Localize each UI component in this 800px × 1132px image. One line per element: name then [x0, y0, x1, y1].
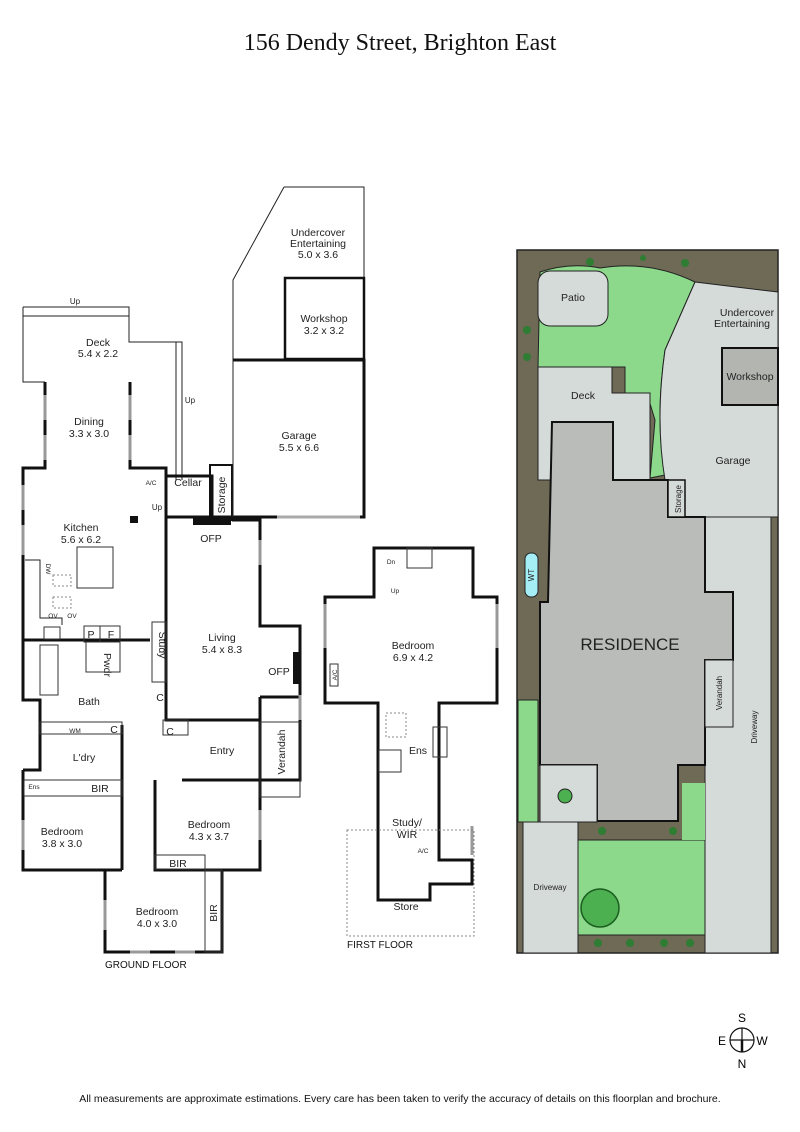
ff-study-label-2: WIR	[397, 829, 418, 841]
bedroom3-name: Bedroom	[136, 906, 179, 918]
storage-label: Storage	[216, 476, 228, 513]
oven2-label: OV	[67, 613, 77, 620]
site-deck-label: Deck	[571, 390, 596, 402]
site-plan	[516, 249, 779, 954]
site-garage-label: Garage	[715, 455, 750, 467]
deck-size: 5.4 x 2.2	[78, 348, 118, 360]
fridge-label: F	[108, 629, 114, 641]
compass-icon: S E W N	[718, 1011, 768, 1071]
site-residence-label: RESIDENCE	[580, 635, 679, 654]
kitchen-name: Kitchen	[63, 522, 98, 534]
ff-up-label: Up	[391, 588, 400, 595]
first-floor-label: FIRST FLOOR	[347, 940, 413, 951]
dining-name: Dining	[74, 416, 104, 428]
living-size: 5.4 x 8.3	[202, 644, 242, 656]
first-floor-plan	[323, 546, 499, 937]
site-patio-label: Patio	[561, 292, 585, 304]
pantry-label: P	[87, 629, 94, 641]
undercover-name-2: Entertaining	[290, 238, 346, 250]
bath-label: Bath	[78, 696, 100, 708]
pwdr-label: Pwdr	[101, 653, 113, 677]
undercover-name-1: Undercover	[291, 227, 346, 239]
stairs-up-label: Up	[152, 503, 163, 512]
page-title: 156 Dendy Street, Brighton East	[243, 30, 557, 56]
compass-s: S	[738, 1011, 746, 1025]
garage-name: Garage	[281, 430, 316, 442]
ofp-side-label: OFP	[268, 666, 290, 678]
ground-floor-label: GROUND FLOOR	[105, 960, 187, 971]
workshop-size: 3.2 x 3.2	[304, 325, 344, 337]
cupboard-3: C	[166, 726, 174, 738]
workshop-name: Workshop	[300, 313, 347, 325]
ff-ac-label-1: A/C	[332, 669, 339, 680]
ff-ens-label: Ens	[409, 745, 427, 757]
bedroom1-size: 3.8 x 3.0	[42, 838, 82, 850]
ac-label: A/C	[146, 480, 157, 487]
site-wt-label: WT	[527, 569, 536, 582]
dw-label: DW	[44, 564, 51, 576]
cupboard-2: C	[110, 724, 118, 736]
cellar-label: Cellar	[174, 477, 202, 489]
ff-study-label-1: Study/	[392, 817, 422, 829]
ff-ac-label-2: A/C	[418, 848, 429, 855]
study-label: Study	[156, 632, 168, 660]
deck-name: Deck	[86, 337, 111, 349]
bir-3: BIR	[208, 904, 220, 922]
site-storage-label: Storage	[674, 484, 683, 513]
site-undercover-label-2: Entertaining	[714, 318, 770, 330]
bedroom2-name: Bedroom	[188, 819, 231, 831]
side-up-label: Up	[185, 396, 196, 405]
entry-label: Entry	[210, 745, 235, 757]
ff-bedroom-name: Bedroom	[392, 640, 435, 652]
bir-2: BIR	[169, 858, 187, 870]
living-name: Living	[208, 632, 236, 644]
bedroom3-size: 4.0 x 3.0	[137, 918, 177, 930]
oven1-label: OV	[48, 613, 58, 620]
ff-bedroom-size: 6.9 x 4.2	[393, 652, 433, 664]
ens-label: Ens	[28, 784, 40, 791]
laundry-label: L'dry	[73, 752, 96, 764]
kitchen-size: 5.6 x 6.2	[61, 534, 101, 546]
site-workshop-label: Workshop	[726, 371, 773, 383]
site-driveway-right-label: Driveway	[750, 711, 759, 744]
site-undercover-label-1: Undercover	[720, 307, 775, 319]
bir-1: BIR	[91, 783, 109, 795]
deck-up-label: Up	[70, 297, 81, 306]
ff-store-label: Store	[393, 901, 418, 913]
bedroom1-name: Bedroom	[41, 826, 84, 838]
site-driveway-left-label: Driveway	[534, 883, 567, 892]
dining-size: 3.3 x 3.0	[69, 428, 109, 440]
bedroom2-size: 4.3 x 3.7	[189, 831, 229, 843]
compass-w: W	[756, 1034, 768, 1048]
wm-label: WM	[69, 728, 81, 735]
site-verandah-label: Verandah	[715, 676, 724, 710]
ff-dn-label: Dn	[387, 559, 396, 566]
garage-size: 5.5 x 6.6	[279, 442, 319, 454]
verandah-label: Verandah	[276, 729, 288, 774]
compass: S E W N	[712, 1000, 772, 1080]
disclaimer: All measurements are approximate estimat…	[79, 1093, 721, 1105]
ground-floor-plan	[21, 186, 366, 954]
compass-n: N	[738, 1057, 747, 1071]
ofp-top-label: OFP	[200, 533, 222, 545]
undercover-size: 5.0 x 3.6	[298, 249, 338, 261]
cupboard-1: C	[156, 692, 164, 704]
compass-e: E	[718, 1034, 726, 1048]
